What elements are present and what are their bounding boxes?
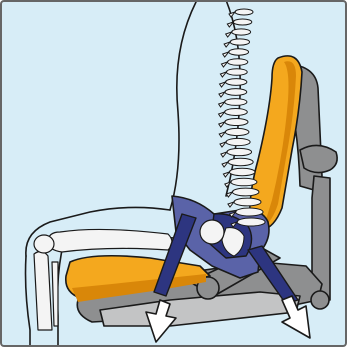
kneecap bbox=[34, 235, 54, 253]
vertebra bbox=[232, 29, 251, 35]
rear-pivot bbox=[311, 291, 329, 309]
vertebra bbox=[236, 208, 264, 216]
vertebra bbox=[226, 69, 247, 76]
vertebra bbox=[226, 138, 250, 145]
vertebra bbox=[226, 79, 247, 86]
vertebra bbox=[227, 148, 252, 155]
vertebra bbox=[225, 89, 247, 96]
vertebra bbox=[229, 49, 249, 55]
vertebra bbox=[235, 9, 253, 15]
vertebra bbox=[229, 168, 255, 176]
vertebra bbox=[232, 188, 259, 196]
vertebra bbox=[225, 128, 249, 135]
hip-joint bbox=[200, 220, 224, 244]
vertebra bbox=[225, 99, 247, 106]
vertebra bbox=[225, 109, 248, 116]
backrest-hinge bbox=[300, 145, 337, 172]
vertebra bbox=[234, 198, 261, 206]
femur bbox=[48, 229, 172, 252]
vertebra bbox=[228, 158, 253, 165]
vertebra bbox=[227, 59, 247, 65]
vertebra bbox=[233, 19, 251, 25]
vertebra bbox=[230, 39, 249, 45]
vertebra bbox=[237, 218, 265, 226]
vertebra bbox=[231, 178, 257, 186]
vertebra bbox=[225, 118, 248, 125]
